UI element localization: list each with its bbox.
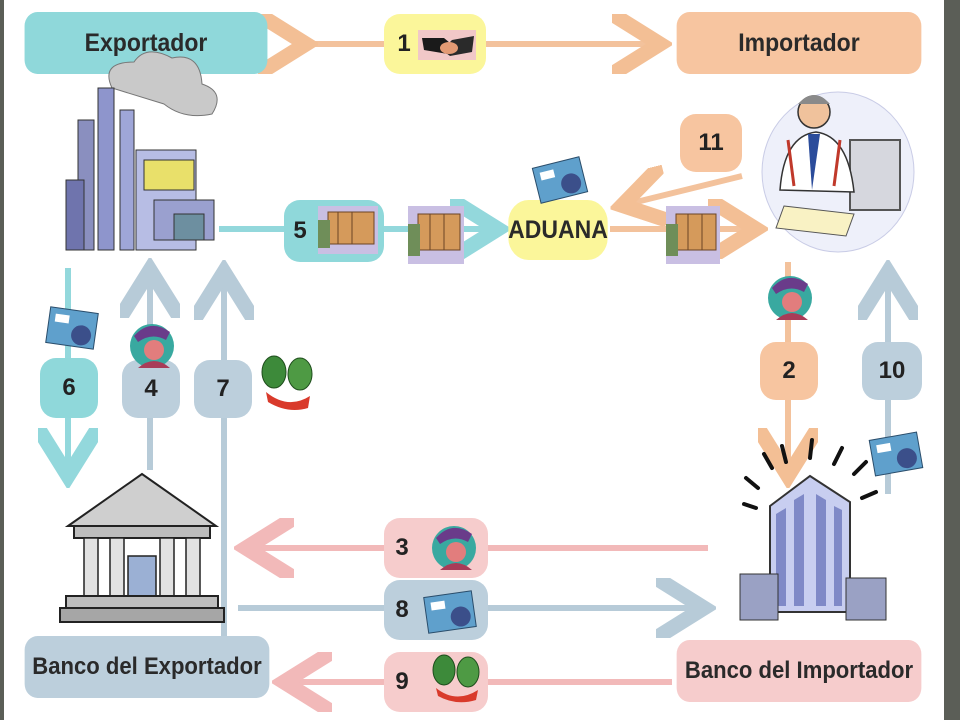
step-11-pill <box>680 114 742 172</box>
step-7-number: 7 <box>216 375 230 402</box>
arrow-11 <box>628 176 743 204</box>
importador-label: Importador <box>676 12 922 74</box>
step-3-number: 3 <box>395 534 409 561</box>
step-2-number: 2 <box>782 357 796 384</box>
banco-importador-label: Banco del Importador <box>676 640 922 702</box>
step-10-pill <box>862 342 922 400</box>
step-4-pill <box>122 360 180 418</box>
step-6-number: 6 <box>62 374 76 401</box>
step-2-pill <box>760 342 818 400</box>
step-1-number: 1 <box>397 30 411 57</box>
step-8-number: 8 <box>395 596 409 623</box>
step-7-pill <box>194 360 252 418</box>
step-9-number: 9 <box>395 668 409 695</box>
step-11-number: 11 <box>698 129 724 156</box>
exportador-label: Exportador <box>24 12 268 74</box>
step-4-number: 4 <box>144 375 158 402</box>
trade-flow-diagram: Exportador Importador ADUANA Banco del E… <box>4 0 944 720</box>
step-10-number: 10 <box>878 357 906 384</box>
step-5-number: 5 <box>293 217 307 244</box>
step-6-pill <box>40 358 98 418</box>
banco-exportador-label: Banco del Exportador <box>24 636 270 698</box>
aduana-label: ADUANA <box>508 200 608 260</box>
